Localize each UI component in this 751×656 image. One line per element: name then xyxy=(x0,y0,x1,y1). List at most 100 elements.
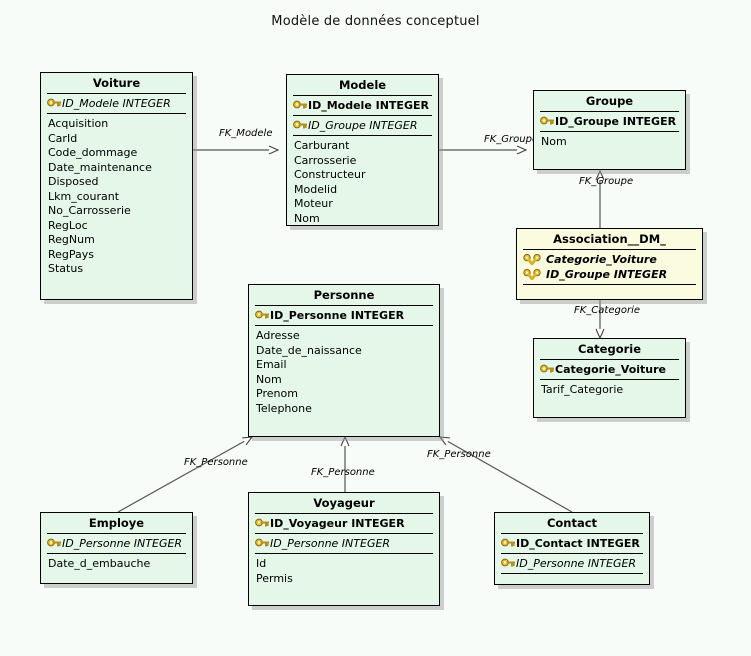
fk-divider xyxy=(501,573,643,574)
key-label: ID_Groupe INTEGER xyxy=(308,118,418,132)
foreign-key-block: ID_Personne INTEGER xyxy=(249,534,439,553)
attribute: Email xyxy=(256,358,287,371)
key-row: ID_Groupe INTEGER xyxy=(523,267,696,282)
relationship-label-fk-personne-employe: FK_Personne xyxy=(184,457,248,468)
title-divider xyxy=(540,359,679,360)
attribute: RegNum xyxy=(48,233,95,246)
entity-voyageur[interactable]: Voyageur ID_Voyageur INTEGER ID_Personne… xyxy=(248,492,440,606)
entity-title: Voyageur xyxy=(313,496,375,510)
attribute: Status xyxy=(48,262,84,275)
attribute: Code_dommage xyxy=(48,146,138,159)
key-label: ID_Modele INTEGER xyxy=(62,96,171,110)
key-label: ID_Personne INTEGER xyxy=(62,536,183,550)
key-block: ID_Personne INTEGER xyxy=(249,306,439,325)
key-block: ID_Modele INTEGER xyxy=(287,96,438,115)
double-key-icon xyxy=(523,269,545,280)
entity-association-dm[interactable]: Association__DM_ Categorie_Voiture ID_Gr… xyxy=(516,228,703,300)
attribute-block: Carburant Carrosserie Constructeur Model… xyxy=(287,136,438,232)
fk-divider xyxy=(255,553,433,554)
link-fk-personne-employe xyxy=(117,436,254,513)
attribute: Prenom xyxy=(256,387,298,400)
attribute: RegPays xyxy=(48,247,95,261)
entity-personne[interactable]: Personne ID_Personne INTEGER Adresse Dat… xyxy=(248,284,440,437)
key-row: ID_Contact INTEGER xyxy=(501,536,643,551)
foreign-key-block: ID_Personne INTEGER xyxy=(495,554,649,573)
entity-categorie[interactable]: Categorie Categorie_Voiture Tarif_Catego… xyxy=(533,338,686,418)
attribute: Date_maintenance xyxy=(48,160,152,174)
entity-groupe[interactable]: Groupe ID_Groupe INTEGER Nom xyxy=(533,90,686,170)
key-label: ID_Personne INTEGER xyxy=(516,556,637,570)
title-divider xyxy=(293,95,432,96)
key-row: Categorie_Voiture xyxy=(523,252,696,267)
key-row: ID_Modele INTEGER xyxy=(47,96,186,111)
entity-title: Categorie xyxy=(577,342,642,356)
key-row: ID_Voyageur INTEGER xyxy=(255,516,433,531)
attribute: CarId xyxy=(48,131,78,145)
key-icon xyxy=(501,538,515,549)
key-block: ID_Contact INTEGER xyxy=(495,534,649,553)
title-divider xyxy=(47,93,186,94)
attribute: Id xyxy=(256,557,267,570)
attribute-block: Id Permis xyxy=(249,554,439,592)
entity-modele[interactable]: Modele ID_Modele INTEGER ID_Groupe INTEG… xyxy=(286,74,439,226)
relationship-label-fk-groupe-assoc: FK_Groupe xyxy=(579,176,634,187)
key-block: Categorie_Voiture ID_Groupe INTEGER xyxy=(517,250,702,284)
key-icon xyxy=(293,100,307,111)
key-block: Categorie_Voiture xyxy=(534,360,685,379)
title-divider xyxy=(47,533,186,534)
foreign-key-block: ID_Groupe INTEGER xyxy=(287,116,438,135)
key-divider xyxy=(47,113,186,114)
relationship-label-fk-modele: FK_Modele xyxy=(219,128,273,139)
relationship-label-fk-categorie: FK_Categorie xyxy=(574,305,641,316)
attribute: Modelid xyxy=(294,182,338,196)
attribute: Constructeur xyxy=(294,168,366,181)
attribute-block xyxy=(517,285,702,294)
key-label: Categorie_Voiture xyxy=(555,362,667,376)
key-label: ID_Personne INTEGER xyxy=(270,536,391,550)
key-label: ID_Personne INTEGER xyxy=(270,308,405,322)
key-label: ID_Voyageur INTEGER xyxy=(270,516,405,530)
attribute: No_Carrosserie xyxy=(48,204,131,217)
attribute-block: Nom xyxy=(534,132,685,156)
entity-title: Personne xyxy=(313,288,375,302)
key-icon xyxy=(255,518,269,529)
key-icon xyxy=(255,538,269,549)
fk-divider xyxy=(293,135,432,136)
attribute: Lkm_courant xyxy=(48,189,120,203)
key-row: Categorie_Voiture xyxy=(540,362,679,377)
attribute: Adresse xyxy=(256,329,300,342)
entity-title: Voiture xyxy=(92,76,141,90)
attribute: Nom xyxy=(256,372,282,386)
key-icon xyxy=(47,538,61,549)
entity-employe[interactable]: Employe ID_Personne INTEGER Date_d_embau… xyxy=(40,512,193,584)
key-icon xyxy=(540,364,554,375)
key-icon xyxy=(255,310,269,321)
key-block: ID_Modele INTEGER xyxy=(41,94,192,113)
relationship-label-fk-groupe-modele: FK_Groupe xyxy=(484,134,539,145)
key-label: ID_Contact INTEGER xyxy=(516,536,640,550)
attribute: Tarif_Categorie xyxy=(541,383,624,396)
title-divider xyxy=(523,249,696,250)
key-icon xyxy=(47,98,61,109)
diagram-title: Modèle de données conceptuel xyxy=(271,14,480,29)
entity-title: Association__DM_ xyxy=(553,232,666,246)
attribute: Disposed xyxy=(48,175,99,188)
entity-title: Groupe xyxy=(585,94,634,108)
key-row: ID_Personne INTEGER xyxy=(255,308,433,323)
attribute: Carburant xyxy=(294,139,350,152)
key-label: ID_Groupe INTEGER xyxy=(546,267,668,281)
relationship-label-fk-personne-voyageur: FK_Personne xyxy=(311,467,375,478)
attribute-block: Date_d_embauche xyxy=(41,554,192,578)
key-divider xyxy=(501,553,643,554)
title-divider xyxy=(540,111,679,112)
attribute-block: Acquisition CarId Code_dommage Date_main… xyxy=(41,114,192,283)
entity-voiture[interactable]: Voiture ID_Modele INTEGER Acquisition Ca… xyxy=(40,72,193,300)
key-row: ID_Modele INTEGER xyxy=(293,98,432,113)
entity-title: Contact xyxy=(546,516,598,530)
key-icon xyxy=(540,116,554,127)
entity-contact[interactable]: Contact ID_Contact INTEGER ID_Personne I… xyxy=(494,512,650,585)
attribute: Permis xyxy=(256,571,293,585)
attribute: Acquisition xyxy=(48,117,109,130)
key-block: ID_Personne INTEGER xyxy=(41,534,192,553)
